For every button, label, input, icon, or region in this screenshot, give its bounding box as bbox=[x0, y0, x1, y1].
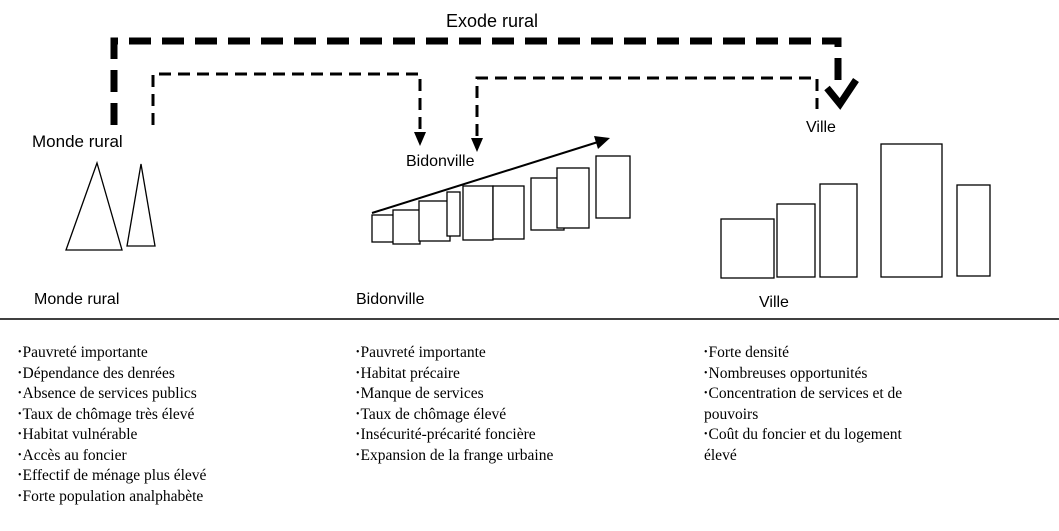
list-item: Insécurité-précarité foncière bbox=[356, 425, 553, 446]
list-item: Nombreuses opportunités bbox=[704, 364, 902, 385]
node-label-city: Ville bbox=[806, 119, 836, 136]
list-item: Manque de services bbox=[356, 384, 553, 405]
exode-rural-label: Exode rural bbox=[446, 11, 538, 31]
list-item: Expansion de la frange urbaine bbox=[356, 446, 554, 467]
exode-rural-arrowhead bbox=[824, 78, 859, 110]
slum-shacks bbox=[371, 155, 631, 245]
list-item: Forte population analphabète bbox=[18, 487, 206, 508]
exode-rural-arrow bbox=[110, 37, 842, 125]
rural-characteristics: Pauvreté importante Dépendance des denré… bbox=[18, 343, 207, 508]
building bbox=[819, 183, 858, 278]
city-characteristics: Forte densité Nombreuses opportunités Co… bbox=[704, 343, 902, 466]
node-label-rural: Monde rural bbox=[32, 132, 123, 151]
column-header-rural: Monde rural bbox=[34, 291, 120, 308]
list-item: Accès au foncier bbox=[18, 446, 206, 467]
rural-to-slum-arrow bbox=[151, 72, 422, 132]
rural-hut-small bbox=[126, 163, 156, 247]
slum-characteristics: Pauvreté importante Habitat précaire Man… bbox=[356, 343, 554, 467]
list-item-continuation: élevé bbox=[704, 446, 737, 464]
list-item: Pauvreté importante bbox=[356, 343, 553, 364]
slum-to-city-arrowhead bbox=[471, 138, 483, 152]
building bbox=[956, 184, 991, 277]
list-item: Dépendance des denrées bbox=[18, 364, 206, 385]
list-item: Taux de chômage très élevé bbox=[18, 405, 206, 426]
list-item: Effectif de ménage plus élevé bbox=[18, 466, 207, 487]
shack bbox=[446, 191, 461, 237]
slum-growth-arrowhead bbox=[594, 136, 610, 149]
shack bbox=[462, 185, 494, 241]
list-item: Coût du foncier et du logement bbox=[704, 425, 902, 446]
column-header-city: Ville bbox=[759, 294, 789, 311]
list-item-continuation: pouvoirs bbox=[704, 405, 759, 423]
list-item: Habitat vulnérable bbox=[18, 425, 206, 446]
building bbox=[880, 143, 943, 278]
list-item: Absence de services publics bbox=[18, 384, 206, 405]
node-label-slum: Bidonville bbox=[406, 153, 475, 170]
shack bbox=[418, 200, 451, 242]
list-item: Habitat précaire bbox=[356, 364, 553, 385]
list-item: Concentration de services et de bbox=[704, 384, 903, 405]
shack bbox=[595, 155, 631, 219]
slum-growth-line bbox=[371, 141, 599, 214]
list-item: Forte densité bbox=[704, 343, 902, 364]
shack bbox=[556, 167, 590, 229]
list-item: Taux de chômage élevé bbox=[356, 405, 553, 426]
building bbox=[720, 218, 775, 279]
rural-hut-large bbox=[65, 160, 123, 251]
shack bbox=[371, 214, 395, 243]
list-item: Pauvreté importante bbox=[18, 343, 206, 364]
building bbox=[776, 203, 816, 278]
slum-to-city-arrow bbox=[475, 76, 819, 136]
rural-to-slum-arrowhead bbox=[414, 132, 426, 146]
shack bbox=[392, 209, 421, 245]
city-buildings bbox=[720, 143, 991, 279]
shack bbox=[492, 185, 525, 240]
column-header-slum: Bidonville bbox=[356, 291, 425, 308]
